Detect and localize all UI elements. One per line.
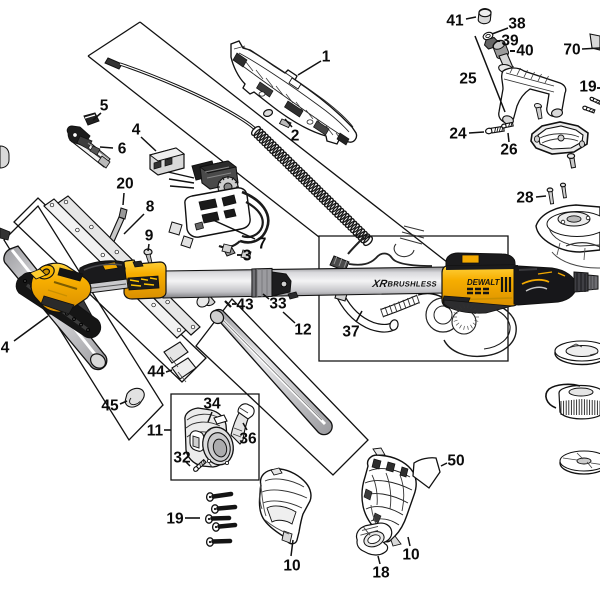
- svg-text:50: 50: [447, 453, 464, 470]
- svg-text:3: 3: [243, 248, 252, 265]
- svg-text:10: 10: [402, 547, 419, 564]
- svg-text:26: 26: [500, 142, 518, 159]
- svg-text:4: 4: [1, 340, 10, 357]
- svg-text:38: 38: [508, 16, 526, 33]
- svg-text:1: 1: [322, 49, 331, 66]
- svg-text:43: 43: [236, 297, 254, 314]
- svg-text:40: 40: [516, 43, 533, 60]
- svg-text:45: 45: [101, 398, 119, 415]
- svg-text:11: 11: [147, 423, 164, 440]
- svg-text:2: 2: [291, 128, 300, 145]
- svg-text:10: 10: [283, 558, 300, 575]
- svg-text:12: 12: [294, 322, 311, 339]
- svg-text:9: 9: [145, 228, 154, 245]
- svg-text:18: 18: [372, 565, 390, 582]
- svg-text:24: 24: [449, 126, 467, 143]
- svg-text:4: 4: [132, 122, 141, 139]
- svg-text:34: 34: [203, 396, 221, 413]
- svg-text:37: 37: [342, 324, 359, 341]
- svg-text:33: 33: [269, 296, 287, 313]
- svg-text:6: 6: [118, 141, 127, 158]
- svg-text:25: 25: [459, 71, 477, 88]
- svg-text:36: 36: [239, 431, 257, 448]
- svg-text:19: 19: [166, 511, 184, 528]
- svg-text:BRUSHLESS: BRUSHLESS: [387, 280, 438, 289]
- svg-text:XR: XR: [370, 278, 388, 290]
- svg-text:28: 28: [516, 190, 534, 207]
- svg-text:44: 44: [147, 364, 165, 381]
- svg-text:70: 70: [563, 42, 580, 59]
- svg-text:19: 19: [579, 79, 597, 96]
- svg-text:DEWALT: DEWALT: [467, 278, 501, 287]
- svg-text:41: 41: [446, 13, 464, 30]
- svg-text:5: 5: [100, 98, 109, 115]
- svg-text:39: 39: [501, 33, 519, 50]
- svg-text:20: 20: [116, 176, 133, 193]
- svg-text:8: 8: [146, 199, 155, 216]
- svg-text:7: 7: [258, 236, 267, 253]
